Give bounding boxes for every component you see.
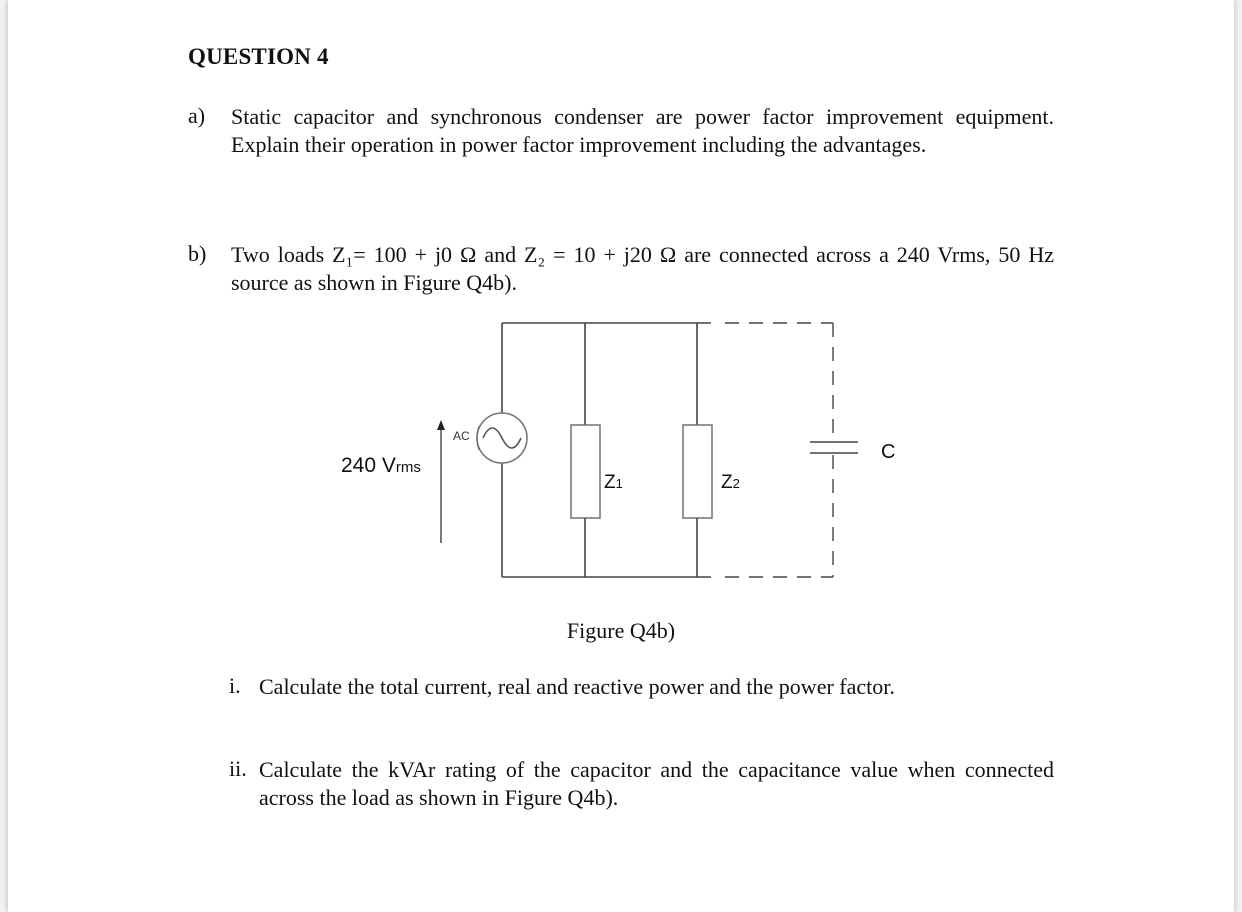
sub-ii-text: Calculate the kVAr rating of the capacit…	[259, 757, 1054, 810]
voltage-arrow-head-icon	[437, 420, 445, 430]
sub-i-text: Calculate the total current, real and re…	[259, 674, 895, 699]
part-a-label: a)	[188, 103, 206, 128]
part-a-text: Static capacitor and synchronous condens…	[231, 104, 1054, 157]
capacitor-label: C	[881, 441, 895, 463]
z1-impedance-box	[570, 424, 601, 519]
figure-caption: Figure Q4b)	[566, 618, 676, 643]
document-page: QUESTION 4 a) Static capacitor and synch…	[8, 0, 1234, 912]
z1-label: Z1	[604, 472, 623, 493]
part-b-text: Two loads Z₁= 100 + j0 Ω and Z₂ = 10 + j…	[231, 242, 1054, 295]
z2-impedance-box	[682, 424, 713, 519]
z2-label: Z2	[721, 472, 740, 493]
sub-ii-label: ii.	[229, 756, 247, 781]
question-title: QUESTION 4	[188, 44, 329, 69]
circuit-diagram: AC 240 Vrms Z1 Z2 C	[341, 322, 895, 578]
sub-i-label: i.	[229, 673, 241, 698]
source-voltage-label: 240 Vrms	[341, 454, 421, 477]
ac-bracket-icon	[476, 425, 480, 451]
sine-wave-icon	[482, 427, 522, 449]
ac-label: AC	[453, 429, 470, 443]
part-b-label: b)	[188, 241, 207, 266]
